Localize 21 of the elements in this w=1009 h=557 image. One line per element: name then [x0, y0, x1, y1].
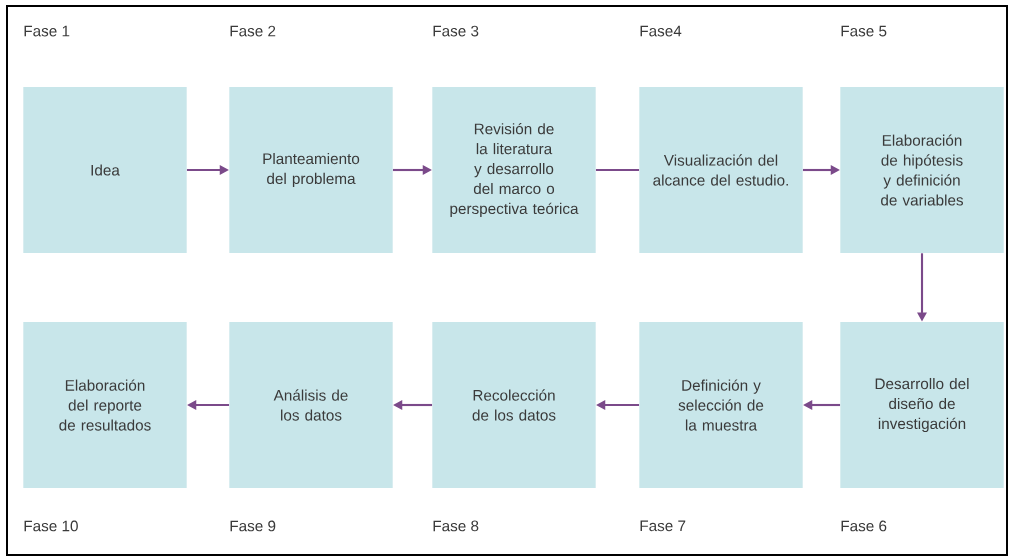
phase-label: Fase 3 [433, 25, 479, 37]
phase-label: Fase 9 [230, 520, 276, 532]
phase-label: Fase 6 [841, 520, 887, 532]
process-box: Visualización del alcance del estudio. [639, 87, 803, 254]
phase-label: Fase4 [640, 25, 682, 37]
connector-line [595, 168, 640, 172]
process-box: Idea [23, 87, 187, 254]
phase-label: Fase 1 [24, 25, 70, 37]
phase-label: Fase 5 [841, 25, 887, 37]
process-box: Recolección de los datos [432, 322, 596, 489]
process-box: Planteamiento del problema [229, 87, 393, 254]
process-box: Análisis de los datos [229, 322, 393, 489]
process-box: Elaboración de hipótesis y definición de variables [840, 87, 1004, 254]
phase-label: Fase 7 [640, 520, 686, 532]
process-box: Desarrollo del diseño de investigación [840, 322, 1004, 489]
phase-label: Fase 10 [24, 520, 78, 532]
process-box: Definición y selección de la muestra [639, 322, 803, 489]
process-box: Revisión de la literatura y desarrollo del marco o perspectiva teórica [432, 87, 596, 254]
process-box: Elaboración del reporte de resultados [23, 322, 187, 489]
phase-label: Fase 2 [230, 25, 276, 37]
phase-label: Fase 8 [433, 520, 479, 532]
